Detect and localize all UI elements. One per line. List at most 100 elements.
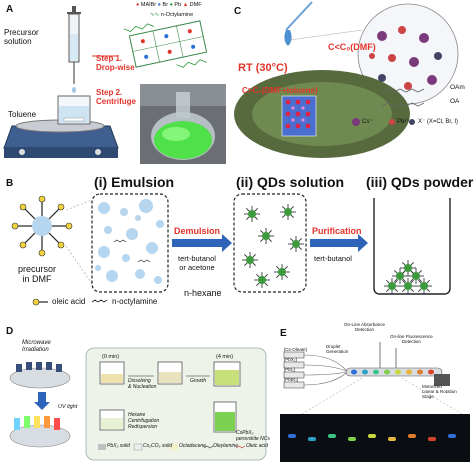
tube-droplet	[362, 369, 368, 375]
motor-stage	[434, 374, 450, 386]
demulsion-arrow	[172, 234, 232, 252]
stage-emulsion-title: (i) Emulsion	[94, 174, 175, 190]
panel-d-illustration	[9, 347, 267, 461]
product-line2: perovskite NCs	[236, 436, 270, 442]
photo-droplet	[368, 434, 376, 438]
panel-a: A ● MAIBr ● Br ● Pb ▲ DMF ∿∿ n-Octylamin…	[0, 0, 232, 168]
tube-droplet	[351, 369, 357, 375]
panel-c-label: C	[234, 6, 242, 17]
uv-label: UV light	[58, 404, 78, 410]
panel-a-illustration	[3, 6, 226, 164]
qd-particle	[420, 282, 428, 290]
zigzag-icon: ∿∿	[150, 12, 160, 18]
oleylamine-icon	[203, 445, 214, 449]
toluene-label: Toluene	[8, 110, 37, 119]
emulsion-droplets	[95, 199, 164, 284]
hexane-label: n-hexane	[184, 288, 222, 298]
photo-droplet	[428, 437, 436, 441]
panel-a-legend: ● MAIBr ● Br ● Pb ▲ DMF	[136, 2, 202, 8]
panel-e-illustration	[280, 342, 470, 462]
qd-particle	[284, 208, 292, 216]
stage-line1: Motorized	[422, 384, 442, 389]
powder-container	[373, 198, 451, 295]
product-beakers	[99, 401, 237, 433]
fluorescence-line2: Detection	[401, 339, 421, 344]
drop-icon	[72, 87, 76, 93]
product-line1: CsPbX₃	[236, 430, 254, 436]
oam-label: OAm	[450, 84, 465, 91]
legend-dot-icon: ●	[169, 2, 173, 8]
flask-photo	[140, 84, 226, 164]
vial-caps	[16, 362, 62, 372]
demulsion-solvent: tert-butanol or acetone	[178, 254, 216, 272]
panel-c-illustration	[234, 1, 459, 158]
x-legend: X⁻ (X=Cl, Br, I)	[418, 119, 459, 125]
glowing-vials	[14, 416, 60, 430]
microwave-line1: Microwave	[22, 340, 51, 346]
qd-particles	[242, 204, 304, 288]
absorbance-line2: Detection	[355, 327, 375, 332]
photo-droplet	[328, 434, 336, 438]
inlet-pbi2: [PbI₂]	[284, 367, 296, 372]
panel-e-label: E	[280, 328, 287, 339]
purification-solvent: tert-butanol	[314, 254, 352, 263]
x-marker	[409, 119, 415, 125]
step2-title: Step 2.	[96, 88, 123, 97]
legend-dot-icon: ▲	[182, 2, 189, 8]
qd-particle	[404, 282, 412, 290]
photo-droplets	[288, 434, 456, 441]
fluorescence-label: On-line Fluorescence Detection	[390, 334, 433, 344]
microwave-line2: Irradiation	[22, 347, 49, 353]
absorbance-line1: On-Line Absorbance	[344, 322, 386, 327]
qd-particle	[258, 276, 266, 284]
step2-desc: Centrifuge	[96, 97, 136, 106]
purification-label: Purification	[312, 226, 362, 236]
precursor-label: Precursor solution	[4, 28, 39, 46]
tube-droplet	[417, 369, 423, 375]
oleic-acid-icon	[32, 298, 40, 306]
octadecene-icon	[170, 444, 178, 450]
legend-dot-icon: ●	[157, 2, 161, 8]
growth-label: Growth	[190, 378, 207, 384]
oa-chain	[381, 102, 425, 107]
demulsion-solvent-line2: or acetone	[179, 263, 215, 272]
step1-desc: Drop-wise	[96, 63, 135, 72]
purify-step3: Redispersion	[128, 424, 158, 430]
precursor-dmf-label: precursor in DMF	[18, 264, 56, 284]
pb-legend: Pb²⁺	[397, 119, 410, 125]
demulsion-solvent-line1: tert-butanol	[178, 254, 216, 263]
stage-qds-powder-title: (iii) QDs powder	[366, 174, 474, 190]
precursor-line2: in DMF	[22, 274, 52, 284]
oleic-acid-legend: oleic acid	[52, 297, 86, 306]
perovskite-lattice-icon	[123, 20, 208, 68]
legend-mai: MAIBr	[140, 2, 157, 8]
panel-d: D	[0, 318, 272, 465]
tube-droplet	[406, 369, 412, 375]
droplet-gen-line2: Generation	[326, 349, 349, 354]
panel-d-label: D	[6, 326, 14, 337]
tube-droplet	[384, 369, 390, 375]
dissolving-label: Dissolving & Nucleation	[128, 378, 156, 390]
purify-step1: Hexane	[128, 412, 146, 418]
pb-marker	[389, 119, 395, 125]
time-4-label: (4 min)	[216, 354, 234, 360]
syringe-icon	[67, 6, 81, 84]
qd-powder-pile	[384, 260, 432, 294]
dissolving-line2: & Nucleation	[128, 384, 157, 390]
octylamine-icon	[91, 299, 108, 303]
ion-particles	[369, 26, 442, 90]
down-arrow-icon	[34, 392, 50, 410]
legend-dmf: DMF	[189, 2, 202, 8]
legend-oleylamine: Oleylamine	[213, 443, 239, 449]
photo-droplet	[288, 434, 296, 438]
micelle-icon	[11, 195, 73, 257]
cs-legend: Cs⁺	[362, 119, 373, 125]
qd-particle	[248, 210, 256, 218]
precursor-label-line2: solution	[4, 37, 32, 46]
oleic-acid-icon	[235, 445, 246, 449]
fluorescence-line1: On-line Fluorescence	[390, 334, 433, 339]
oa-label: OA	[450, 98, 460, 105]
droplet-gen-line1: Droplet	[326, 344, 341, 349]
cs-marker	[352, 118, 360, 126]
panel-b-illustration	[11, 193, 451, 306]
